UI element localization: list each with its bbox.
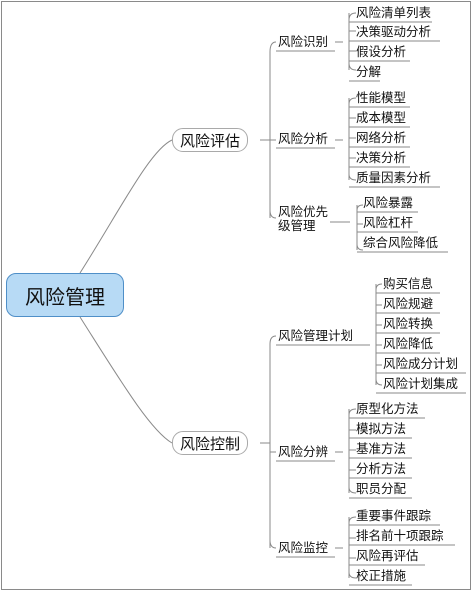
- leaf-decision-driver-analysis[interactable]: 决策驱动分析: [356, 24, 432, 39]
- leaf-risk-avoidance[interactable]: 风险规避: [383, 296, 434, 311]
- leaf-risk-transfer[interactable]: 风险转换: [383, 316, 434, 331]
- node-risk-monitoring[interactable]: 风险监控: [278, 540, 329, 555]
- connector-assessment-bracket: [260, 41, 277, 219]
- node-risk-management-plan[interactable]: 风险管理计划: [278, 328, 354, 343]
- leaf-analysis-method[interactable]: 分析方法: [356, 461, 407, 476]
- leaf-prototyping-method[interactable]: 原型化方法: [356, 401, 419, 416]
- connector-root-control: [79, 316, 173, 444]
- root-node[interactable]: 风险管理: [6, 273, 124, 317]
- node-risk-identification[interactable]: 风险识别: [278, 34, 329, 49]
- leaf-risk-reassessment[interactable]: 风险再评估: [356, 548, 419, 563]
- leaf-decomposition[interactable]: 分解: [356, 64, 382, 79]
- leaf-quality-factor-analysis[interactable]: 质量因素分析: [356, 170, 432, 185]
- node-risk-resolution[interactable]: 风险分辨: [278, 444, 329, 459]
- leaf-decision-analysis[interactable]: 决策分析: [356, 150, 407, 165]
- underline-identify-leaves: [349, 21, 440, 82]
- node-risk-prioritization-line2: 级管理: [278, 218, 316, 233]
- connector-control-bracket: [260, 335, 277, 549]
- leaf-corrective-action[interactable]: 校正措施: [356, 568, 407, 583]
- underline-analysis-leaves: [349, 106, 440, 188]
- branch-risk-control[interactable]: 风险控制: [172, 431, 249, 455]
- leaf-risk-checklist[interactable]: 风险清单列表: [356, 5, 432, 20]
- leaf-risk-leverage[interactable]: 风险杠杆: [363, 215, 414, 230]
- leaf-benchmark-method[interactable]: 基准方法: [356, 441, 407, 456]
- underline-discern-leaves: [349, 417, 425, 499]
- leaf-milestone-tracking[interactable]: 重要事件跟踪: [356, 508, 432, 523]
- leaf-simulation-method[interactable]: 模拟方法: [356, 421, 407, 436]
- leaf-performance-model[interactable]: 性能模型: [356, 90, 407, 105]
- leaf-risk-reduction[interactable]: 风险降低: [383, 336, 434, 351]
- connector-monitor-leaves: [335, 516, 357, 579]
- leaf-risk-exposure[interactable]: 风险暴露: [363, 195, 414, 210]
- leaf-compound-risk-reduction[interactable]: 综合风险降低: [363, 235, 439, 250]
- leaf-top-ten-tracking[interactable]: 排名前十项跟踪: [356, 528, 444, 543]
- underline-plan-leaves: [376, 292, 466, 394]
- leaf-assumption-analysis[interactable]: 假设分析: [356, 44, 407, 59]
- leaf-cost-model[interactable]: 成本模型: [356, 110, 407, 125]
- node-risk-prioritization-line1: 风险优先: [278, 204, 329, 219]
- branch-risk-assessment[interactable]: 风险评估: [172, 128, 249, 152]
- connector-discern-leaves: [335, 408, 357, 494]
- leaf-risk-plan-integration[interactable]: 风险计划集成: [383, 376, 459, 391]
- leaf-buy-information[interactable]: 购买信息: [383, 276, 434, 291]
- connector-analysis-leaves: [335, 97, 357, 181]
- underline-priority-leaves: [357, 211, 448, 253]
- connector-priority-leaves: [330, 204, 364, 251]
- underline-monitor-leaves: [349, 524, 455, 586]
- node-risk-prioritization[interactable]: 风险优先 级管理: [278, 205, 328, 233]
- leaf-network-analysis[interactable]: 网络分析: [356, 130, 407, 145]
- leaf-risk-element-plan[interactable]: 风险成分计划: [383, 356, 459, 371]
- connector-plan-leaves: [360, 283, 383, 386]
- connector-root-assessment: [79, 139, 173, 274]
- leaf-staffing[interactable]: 职员分配: [356, 481, 407, 496]
- node-risk-analysis[interactable]: 风险分析: [278, 131, 329, 146]
